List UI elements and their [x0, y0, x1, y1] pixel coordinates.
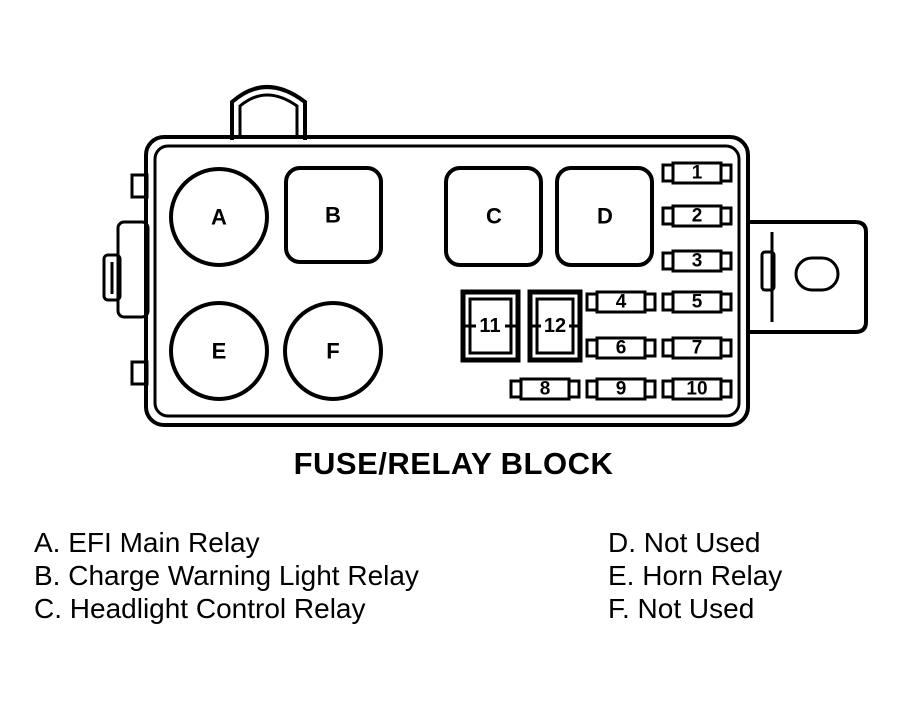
block-housing [144, 135, 750, 427]
relay-A: A [169, 167, 269, 267]
fuse-9-label: 9 [616, 379, 627, 400]
legend-right: D. Not Used E. Horn Relay F. Not Used [608, 526, 782, 625]
main-fuse-12-label: 12 [544, 315, 566, 337]
relay-C-label: C [486, 204, 502, 229]
relay-E-label: E [212, 339, 227, 364]
fuse-4: 4 [585, 290, 657, 314]
fuse-3: 3 [661, 249, 733, 273]
fuse-6-label: 6 [616, 338, 627, 359]
legend-item-a: A. EFI Main Relay [34, 527, 260, 558]
fuse-9: 9 [585, 377, 657, 401]
relay-B: B [284, 166, 383, 264]
right-mounting-tab [748, 220, 868, 334]
main-fuse-12: 12 [527, 289, 583, 363]
left-side-clips [102, 173, 150, 386]
main-fuse-11-label: 11 [479, 315, 500, 337]
relay-C: C [444, 166, 543, 267]
main-fuse-11: 11 [460, 289, 521, 363]
relay-F-label: F [326, 339, 339, 364]
fuse-5-label: 5 [692, 292, 703, 313]
diagram-title: FUSE/RELAY BLOCK [293, 446, 614, 481]
relay-D-label: D [597, 204, 613, 229]
fuse-8-label: 8 [540, 379, 551, 400]
legend-item-c: C. Headlight Control Relay [34, 593, 366, 624]
top-tab [230, 85, 307, 140]
fuse-8: 8 [509, 377, 581, 401]
legend-left: A. EFI Main Relay B. Charge Warning Ligh… [34, 526, 419, 625]
fuse-6: 6 [585, 336, 657, 360]
relay-B-label: B [325, 203, 341, 228]
relay-D: D [555, 166, 654, 267]
fuse-4-label: 4 [616, 292, 627, 313]
relay-F: F [283, 301, 383, 401]
fuse-2-label: 2 [692, 206, 703, 227]
legend-item-e: E. Horn Relay [608, 560, 783, 591]
legend-item-b: B. Charge Warning Light Relay [34, 560, 419, 591]
legend-item-d: D. Not Used [608, 527, 761, 558]
fuse-7: 7 [661, 336, 733, 360]
fuse-10-label: 10 [686, 379, 707, 400]
relay-A-label: A [211, 205, 227, 230]
legend-item-f: F. Not Used [608, 593, 755, 624]
fuse-10: 10 [661, 377, 733, 401]
fuse-7-label: 7 [692, 338, 703, 359]
fuse-3-label: 3 [692, 251, 703, 272]
fuse-1-label: 1 [692, 163, 703, 184]
fuse-5: 5 [661, 290, 733, 314]
fuse-1: 1 [661, 161, 733, 185]
fuse-2: 2 [661, 204, 733, 228]
relay-E: E [169, 301, 269, 401]
